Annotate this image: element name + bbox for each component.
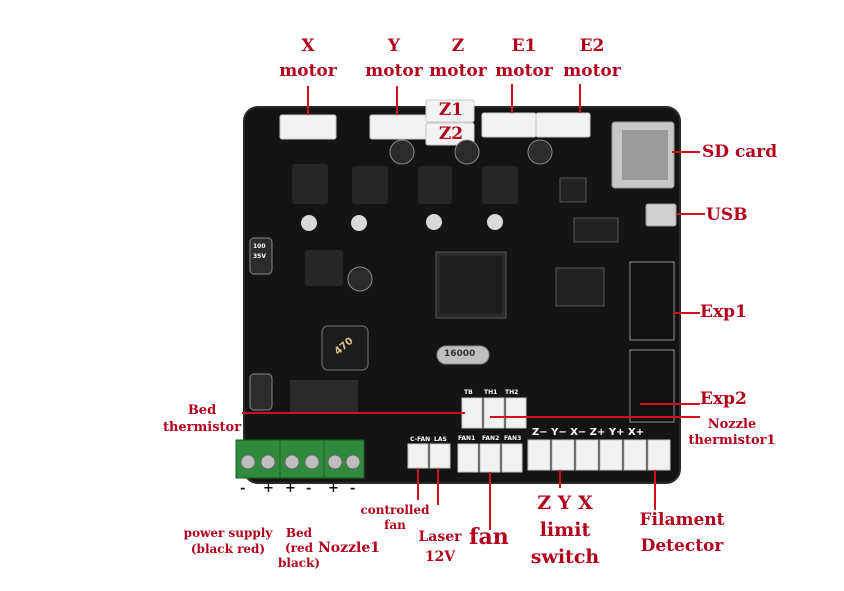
label-z2: Z2 bbox=[438, 124, 464, 144]
label-z-motor-line1: Z bbox=[451, 36, 465, 56]
label-bed-line3: black) bbox=[278, 556, 321, 570]
silk-fan2: FAN2 bbox=[482, 435, 500, 442]
label-e2-motor-line2: motor bbox=[563, 61, 621, 81]
annotation-lines bbox=[242, 84, 705, 530]
label-bed-line2: (red bbox=[284, 541, 314, 555]
silk-cap-2: 35V bbox=[253, 253, 266, 260]
label-y-motor-line1: Y bbox=[387, 36, 401, 56]
label-fan: fan bbox=[469, 524, 509, 550]
polarity-2: + bbox=[263, 481, 274, 496]
label-nozzle-thermistor-line1: Nozzle bbox=[707, 417, 757, 432]
label-bed-thermistor: Bed thermistor bbox=[152, 404, 252, 434]
screw-terminals bbox=[235, 439, 365, 479]
label-bed-thermistor-line1: Bed bbox=[187, 403, 217, 418]
polarity-5: + bbox=[328, 481, 339, 496]
label-e1-motor: E1 motor bbox=[492, 38, 556, 80]
label-laser-line1: Laser bbox=[418, 529, 462, 545]
polarity-6: - bbox=[350, 481, 356, 496]
silk-cap-1: 100 bbox=[253, 243, 266, 250]
label-x-motor: X motor bbox=[278, 38, 338, 80]
label-nozzle-thermistor: Nozzle thermistor1 bbox=[680, 418, 784, 447]
label-y-motor-line2: motor bbox=[365, 61, 423, 81]
label-controlled-fan-line1: controlled bbox=[360, 503, 430, 517]
silk-cfan: C-FAN bbox=[410, 436, 431, 443]
label-laser: Laser 12V bbox=[418, 530, 462, 564]
label-laser-line2: 12V bbox=[424, 549, 456, 565]
silk-fan1: FAN1 bbox=[458, 435, 476, 442]
label-e1-motor-line1: E1 bbox=[511, 36, 537, 56]
polarity-1: - bbox=[240, 481, 246, 496]
label-e2-motor: E2 motor bbox=[560, 38, 624, 80]
label-exp1: Exp1 bbox=[700, 302, 747, 322]
label-power-supply: power supply (black red) bbox=[176, 527, 280, 555]
label-z1: Z1 bbox=[438, 100, 464, 120]
label-zyx-limit-line1: Z Y X bbox=[537, 492, 593, 514]
inductor bbox=[321, 325, 369, 371]
label-filament-detector-line1: Filament bbox=[639, 510, 725, 530]
silk-fan3: FAN3 bbox=[504, 435, 522, 442]
label-controlled-fan-line2: fan bbox=[384, 518, 406, 532]
silk-th2: TH2 bbox=[505, 389, 519, 396]
polarity-3: + bbox=[285, 481, 296, 496]
label-filament-detector-line2: Detector bbox=[640, 536, 724, 556]
label-zyx-limit-switch: Z Y X limit switch bbox=[524, 494, 606, 567]
polarity-4: - bbox=[306, 481, 312, 496]
label-exp2: Exp2 bbox=[700, 389, 747, 409]
label-power-supply-line1: power supply bbox=[183, 526, 273, 540]
label-bed-thermistor-line2: thermistor bbox=[162, 420, 242, 435]
label-z-motor: Z motor bbox=[428, 38, 488, 80]
silk-limit-pins: Z− Y− X− Z+ Y+ X+ bbox=[532, 427, 645, 438]
capacitors bbox=[249, 139, 553, 411]
silk-th1: TH1 bbox=[484, 389, 498, 396]
label-zyx-limit-line3: switch bbox=[530, 546, 600, 568]
label-nozzle-thermistor-line2: thermistor1 bbox=[688, 433, 776, 448]
label-x-motor-line2: motor bbox=[279, 61, 337, 81]
driver-chips bbox=[301, 214, 503, 231]
label-sd-card: SD card bbox=[702, 142, 778, 162]
label-bed-line1: Bed bbox=[285, 526, 313, 540]
label-zyx-limit-line2: limit bbox=[539, 519, 591, 541]
label-nozzle1: Nozzle1 bbox=[318, 540, 381, 556]
usb-port bbox=[645, 203, 677, 227]
label-e2-motor-line1: E2 bbox=[579, 36, 605, 56]
label-usb: USB bbox=[706, 205, 748, 225]
label-y-motor: Y motor bbox=[364, 38, 424, 80]
label-e1-motor-line2: motor bbox=[495, 61, 553, 81]
mosfet-heatsink bbox=[290, 380, 358, 414]
label-z-motor-line2: motor bbox=[429, 61, 487, 81]
motor-connectors bbox=[279, 99, 591, 146]
label-filament-detector: Filament Detector bbox=[630, 512, 734, 555]
label-x-motor-line1: X bbox=[301, 36, 315, 56]
silk-crystal: 16000 bbox=[444, 349, 476, 359]
exp-headers bbox=[629, 261, 675, 423]
label-bed: Bed (red black) bbox=[278, 527, 320, 569]
silk-tb: TB bbox=[464, 389, 473, 396]
silk-las: LAS bbox=[434, 436, 447, 443]
label-controlled-fan: controlled fan bbox=[352, 504, 438, 531]
crystal bbox=[436, 345, 490, 365]
stepper-drivers bbox=[292, 164, 518, 286]
label-power-supply-line2: (black red) bbox=[190, 542, 266, 556]
